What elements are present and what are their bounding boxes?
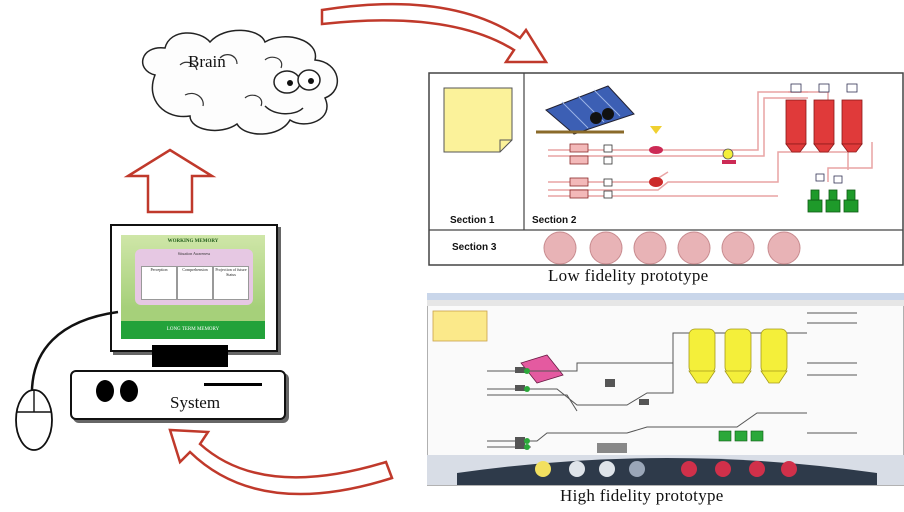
cpu-button-right bbox=[120, 380, 138, 402]
brain-label: Brain bbox=[188, 52, 226, 71]
curved-arrow-top bbox=[320, 2, 549, 64]
situation-awareness-label: Situation Awareness bbox=[177, 251, 211, 256]
brain-illustration bbox=[141, 29, 339, 135]
monitor-stand bbox=[152, 345, 228, 367]
long-term-memory-label: LONG TERM MEMORY bbox=[121, 321, 265, 339]
situation-awareness-box: Situation Awareness Perception Comprehen… bbox=[135, 249, 253, 305]
high-fidelity-prototype bbox=[427, 293, 904, 486]
cpu-button-left bbox=[96, 380, 114, 402]
low-fidelity-caption: Low fidelity prototype bbox=[548, 266, 709, 285]
cpu-drive-slot bbox=[204, 383, 262, 386]
section-3-label: Section 3 bbox=[452, 242, 497, 253]
projection-box: Projection of future Status bbox=[213, 266, 249, 300]
section-1-label: Section 1 bbox=[450, 215, 495, 226]
monitor: WORKING MEMORY Situation Awareness Perce… bbox=[110, 224, 278, 352]
mouse-illustration bbox=[15, 310, 119, 451]
curved-arrow-bottom bbox=[168, 428, 394, 496]
low-fidelity-prototype bbox=[428, 72, 904, 266]
working-memory-label: WORKING MEMORY bbox=[167, 239, 219, 244]
comprehension-box: Comprehension bbox=[177, 266, 213, 300]
up-arrow bbox=[123, 148, 217, 214]
monitor-screen: WORKING MEMORY Situation Awareness Perce… bbox=[121, 235, 265, 339]
system-label: System bbox=[170, 393, 221, 412]
perception-box: Perception bbox=[141, 266, 177, 300]
high-fidelity-caption: High fidelity prototype bbox=[560, 486, 724, 505]
section-2-label: Section 2 bbox=[532, 215, 577, 226]
